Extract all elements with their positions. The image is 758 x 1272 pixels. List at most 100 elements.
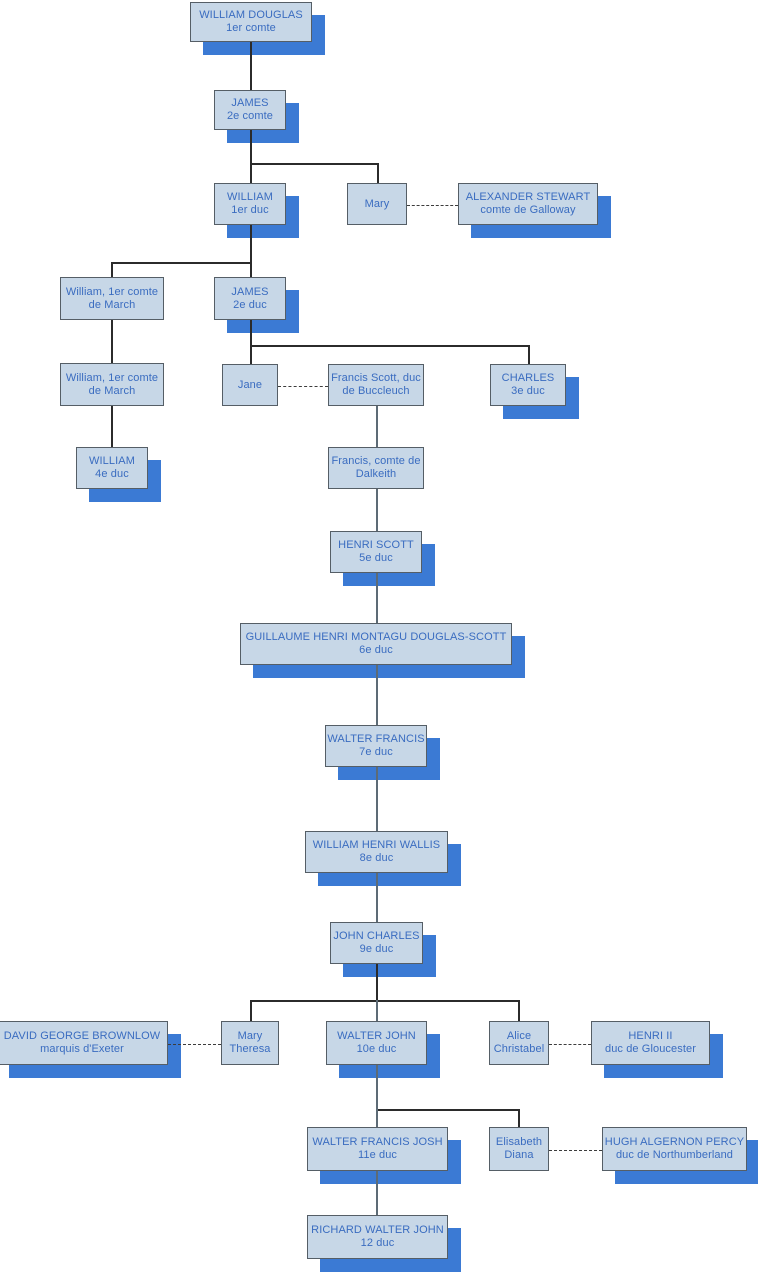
node-subtitle: 5e duc	[359, 552, 393, 564]
node-subtitle: 11e duc	[357, 1149, 398, 1161]
node-subtitle: 7e duc	[359, 746, 393, 758]
edge-drop-to-march-1	[111, 262, 113, 277]
node-title: William, 1er comte	[65, 285, 159, 298]
node-subtitle: 4e duc	[95, 468, 129, 480]
node-title: WILLIAM HENRI WALLIS	[312, 839, 441, 851]
edge-william-douglas-to-james	[250, 42, 252, 90]
node-title: Elisabeth	[495, 1136, 543, 1148]
edge-7e-duc-to-8e-duc	[376, 767, 378, 831]
edge-drop-to-1er-duc	[250, 163, 252, 183]
edge-drop-to-mary	[377, 163, 379, 183]
node-subtitle: marquis d'Exeter	[40, 1043, 124, 1055]
node-title: WALTER FRANCIS	[327, 733, 425, 745]
node-subtitle: de Buccleuch	[342, 385, 410, 397]
node-subtitle: Diana	[504, 1149, 534, 1161]
node-title: Mary	[237, 1030, 263, 1042]
node-subtitle: Theresa	[229, 1043, 271, 1055]
edge-james-2e-comte-down	[250, 130, 252, 164]
node-title: DAVID GEORGE BROWNLOW	[3, 1030, 161, 1042]
node-subtitle: 6e duc	[359, 644, 393, 656]
node-subtitle: 2e duc	[233, 298, 267, 311]
edge-6e-duc-to-7e-duc	[376, 665, 378, 725]
node-title: Francis Scott, duc	[331, 372, 421, 384]
node-jane[interactable]: Jane	[222, 364, 278, 406]
node-mary[interactable]: Mary	[347, 183, 407, 225]
node-subtitle: 1er duc	[231, 204, 269, 216]
edge-francis-scott-to-dalkeith	[376, 406, 378, 447]
edge-8e-duc-to-9e-duc	[376, 873, 378, 922]
node-title: WILLIAM DOUGLAS	[199, 9, 303, 21]
marriage-line-elisabeth-hugh-percy	[549, 1150, 602, 1151]
marriage-line-mary-alexander-stewart	[407, 205, 458, 206]
edge-drop-to-alice-christabel	[518, 1000, 520, 1021]
node-title: JOHN CHARLES	[333, 930, 420, 942]
node-title: CHARLES	[501, 372, 555, 384]
node-subtitle: 3e duc	[511, 385, 545, 397]
marriage-line-jane-francis-scott	[278, 386, 328, 387]
node-subtitle: 1er comte	[226, 22, 276, 34]
edge-drop-to-mary-theresa	[250, 1000, 252, 1021]
node-title: Mary	[364, 197, 390, 210]
node-subtitle: duc de Gloucester	[605, 1043, 696, 1055]
node-subtitle: Christabel	[493, 1043, 545, 1055]
edge-march2-to-william-4e-duc	[111, 406, 113, 447]
edge-branch-bar-11e-duc-elisabeth	[376, 1109, 519, 1111]
node-title: ALEXANDER STEWART	[465, 191, 591, 203]
marriage-line-alice-henri-ii	[549, 1044, 591, 1045]
node-title: Francis, comte de	[331, 455, 421, 467]
node-title: WALTER JOHN	[337, 1030, 416, 1042]
node-title: William, 1er comte	[65, 371, 159, 384]
edge-branch-bar-1erduc-mary	[250, 163, 378, 165]
node-title: WILLIAM	[227, 191, 273, 203]
node-title: RICHARD WALTER JOHN	[311, 1224, 444, 1236]
edge-drop-to-elisabeth-diana	[518, 1109, 520, 1127]
edge-9e-duc-down	[376, 964, 378, 1001]
node-subtitle: 10e duc	[356, 1043, 397, 1055]
marriage-line-brownlow-mary-theresa	[168, 1044, 221, 1045]
node-subtitle: comte de Galloway	[480, 204, 576, 216]
node-subtitle: 2e comte	[226, 110, 274, 122]
edge-drop-to-10e-duc	[376, 1000, 378, 1021]
node-title: GUILLAUME HENRI MONTAGU DOUGLAS-SCOTT	[245, 631, 507, 643]
node-subtitle: 12 duc	[360, 1237, 395, 1249]
edge-10e-duc-down	[376, 1065, 378, 1110]
edge-james-2e-duc-down	[250, 320, 252, 346]
edge-henri-scott-to-6e-duc	[376, 573, 378, 623]
node-title: Alice	[506, 1030, 532, 1042]
node-subtitle: 9e duc	[359, 943, 394, 955]
node-subtitle: de March	[88, 384, 136, 397]
node-title: Jane	[237, 378, 263, 391]
edge-11e-duc-to-12-duc	[376, 1171, 378, 1215]
edge-drop-to-jane	[250, 345, 252, 364]
edge-branch-bar-march-james2duc	[111, 262, 251, 264]
edge-drop-to-11e-duc	[376, 1109, 378, 1127]
node-title: HENRI II	[628, 1030, 673, 1042]
edge-dalkeith-to-henri-scott	[376, 489, 378, 531]
